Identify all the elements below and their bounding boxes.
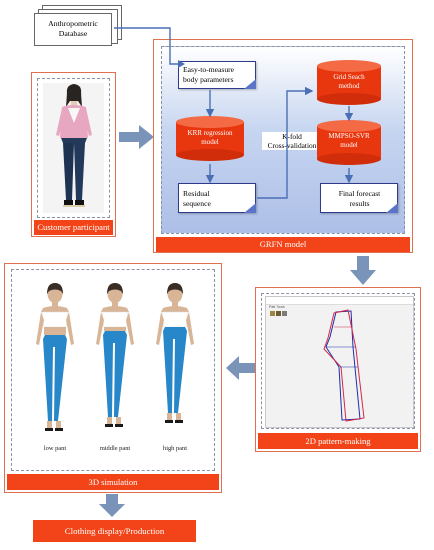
grid-search-label-1: Grid Seach <box>333 73 365 81</box>
avatar-middle-pant <box>95 282 135 427</box>
mmpso-svr-label-2: model <box>340 140 358 149</box>
avatar-high-pant <box>155 282 195 423</box>
easy-measure-box: Easy-to-measure body parameters <box>178 61 256 89</box>
kfold-label-1: K-fold <box>282 132 302 141</box>
krr-label-2: model <box>201 137 219 146</box>
database-label-1: Anthropometric <box>48 19 98 28</box>
residual-label-2: sequence <box>183 198 211 208</box>
simulation-panel: low pant middle pant high pant 3D simula… <box>4 263 222 493</box>
toolbar-icon-2 <box>276 311 281 316</box>
forecast-label-2: results <box>349 198 370 208</box>
pattern-window-menu: Patt Tools <box>269 305 285 309</box>
easy-measure-label-1: Easy-to-measure <box>183 65 235 74</box>
toolbar-icon-1 <box>270 311 275 316</box>
residual-label-1: Residual <box>183 189 210 198</box>
grfn-label: GRFN model <box>156 237 410 252</box>
grfn-panel: Easy-to-measure body parameters KRR regr… <box>153 39 413 253</box>
arrow-sim-to-display <box>99 494 125 517</box>
clothing-display-label: Clothing display/Production <box>33 520 196 542</box>
toolbar-icon-3 <box>282 311 287 316</box>
simulation-label: 3D simulation <box>7 474 219 490</box>
caption-low-pant: low pant <box>43 445 67 452</box>
mmpso-svr-label-1: MMPSO-SVR <box>328 132 370 140</box>
pattern-panel: Patt Tools 2D pattern-making <box>255 287 421 452</box>
grid-search-label-2: method <box>338 81 360 90</box>
database-label-2: Database <box>58 29 88 38</box>
easy-measure-label-2: body parameters <box>183 74 234 84</box>
database-doc: Anthropometric Database <box>34 13 112 46</box>
forecast-box: Final forecast results <box>320 183 398 213</box>
mmpso-svr-label: MMPSO-SVR model <box>315 132 383 149</box>
forecast-label-1: Final forecast <box>338 189 381 198</box>
kfold-label-2: Cross-validation <box>267 141 317 150</box>
arrow-grfn-to-pattern <box>350 256 376 285</box>
krr-label: KRR regression model <box>174 129 246 146</box>
pants-pattern-drawing <box>323 309 365 422</box>
krr-cylinder <box>176 116 244 161</box>
residual-box: Residual sequence <box>178 183 256 213</box>
caption-high-pant: high pant <box>163 445 187 452</box>
grid-search-cylinder <box>317 60 381 105</box>
caption-middle-pant: middle pant <box>99 445 131 452</box>
arrow-pattern-to-sim <box>226 356 255 380</box>
customer-label: Customer participant <box>34 220 113 235</box>
customer-panel: Customer participant <box>31 72 116 237</box>
pattern-window: Patt Tools <box>265 296 414 428</box>
grfn-connectors <box>205 86 354 199</box>
customer-photo <box>43 83 104 213</box>
grid-search-label: Grid Seach method <box>315 73 383 90</box>
arrow-database-to-grfn <box>114 27 185 68</box>
krr-label-1: KRR regression <box>187 129 233 137</box>
avatars-group <box>35 282 195 431</box>
mmpso-svr-cylinder <box>317 120 381 165</box>
arrow-customer-to-grfn <box>119 125 154 149</box>
avatar-low-pant <box>35 282 75 431</box>
kfold-label: K-fold Cross-validation <box>262 132 322 150</box>
pattern-label: 2D pattern-making <box>258 433 418 449</box>
